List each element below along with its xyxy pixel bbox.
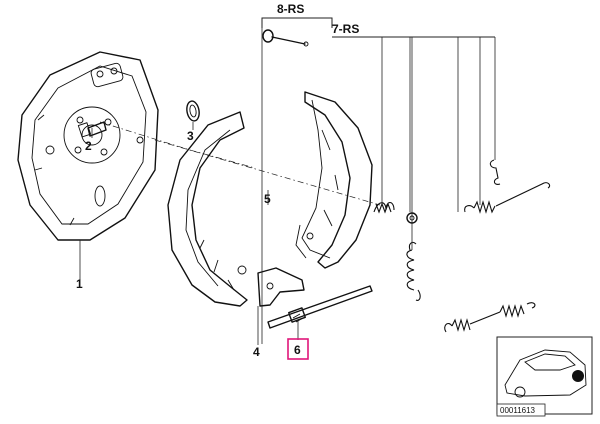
group-bracket-8rs xyxy=(261,17,333,344)
hold-down-pin[interactable] xyxy=(262,29,309,47)
return-spring-lower[interactable] xyxy=(444,302,536,333)
group-label-7rs[interactable]: 7-RS xyxy=(332,22,359,36)
axis-line-upper xyxy=(99,121,256,169)
part-label-1[interactable]: 1 xyxy=(76,277,83,291)
return-spring-vertical[interactable] xyxy=(406,241,421,301)
return-spring-upper[interactable] xyxy=(464,182,551,214)
adjuster-strut[interactable] xyxy=(267,285,373,329)
part-label-5[interactable]: 5 xyxy=(264,192,271,206)
part-label-4[interactable]: 4 xyxy=(253,345,260,359)
brake-shoe-left[interactable] xyxy=(167,111,248,307)
part-label-6[interactable]: 6 xyxy=(294,343,301,357)
group-bracket-7rs xyxy=(332,36,496,250)
part-label-6-highlight xyxy=(287,338,309,360)
part-label-2[interactable]: 2 xyxy=(85,139,92,153)
hold-down-spring-1[interactable] xyxy=(373,201,395,214)
parking-brake-lever[interactable] xyxy=(257,267,305,307)
part-label-3[interactable]: 3 xyxy=(187,129,194,143)
group-label-8rs[interactable]: 8-RS xyxy=(277,2,304,16)
wheel-bolt[interactable] xyxy=(77,121,107,138)
vehicle-thumbnail[interactable] xyxy=(496,336,593,415)
hook-spring-small[interactable] xyxy=(489,159,501,185)
brake-shoe-right[interactable] xyxy=(295,91,373,269)
grommet[interactable] xyxy=(185,100,200,122)
thumbnail-code: 00011613 xyxy=(500,406,536,415)
axis-line-lower xyxy=(154,139,381,206)
thumbnail-code-box xyxy=(496,403,546,417)
backing-plate[interactable] xyxy=(17,51,159,241)
